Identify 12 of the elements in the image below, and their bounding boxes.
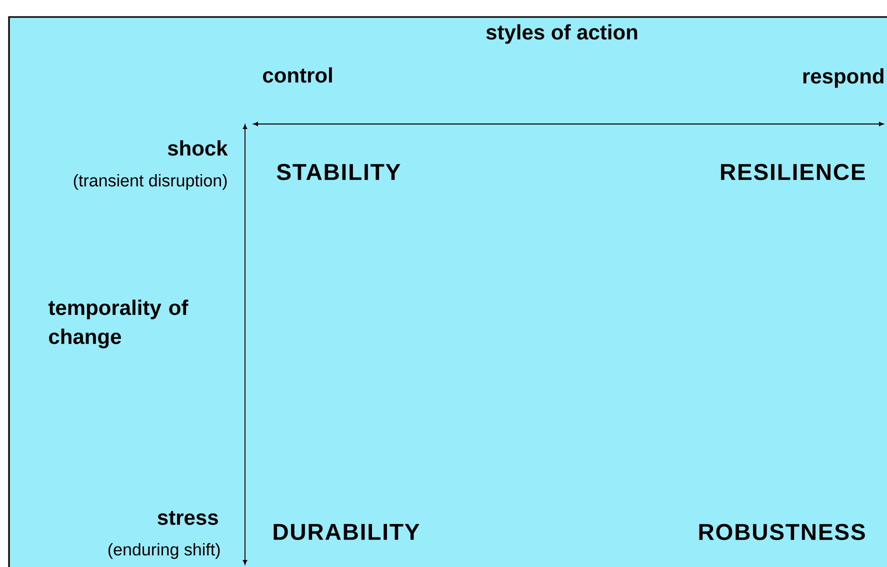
axis-end-note: (transient disruption) — [74, 174, 227, 190]
quadrant-label: RESILIENCE — [721, 164, 865, 180]
axis-end-note: (enduring shift) — [108, 543, 220, 559]
quadrant-label: ROBUSTNESS — [699, 524, 865, 540]
axis-end-label: stress — [158, 511, 218, 525]
axis-end-label: respond — [803, 68, 884, 88]
quadrant-label: STABILITY — [276, 164, 400, 180]
axis-title: temporality of change — [48, 300, 188, 348]
axis-end-label: shock — [168, 140, 228, 156]
axis-end-label: control — [263, 67, 332, 83]
quadrant-label: DURABILITY — [274, 524, 420, 540]
axis-title: styles of action — [486, 24, 638, 44]
